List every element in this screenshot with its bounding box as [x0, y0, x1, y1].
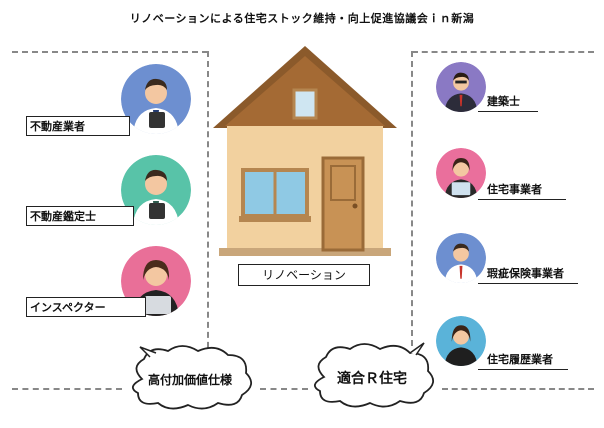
- top-right-dashed-line: [412, 51, 594, 53]
- architect-avatar: [436, 62, 486, 112]
- house-door: [321, 156, 365, 252]
- role-label-inspector: インスペクター: [26, 297, 146, 317]
- role-label-builder: 住宅事業者: [487, 183, 542, 196]
- bottom-dashed-line-right: [442, 388, 594, 390]
- appraiser-avatar: [121, 155, 191, 225]
- bubble-label-compliant-r: 適合Ｒ住宅: [337, 371, 407, 387]
- house-illustration: [213, 46, 397, 256]
- bottom-dashed-line-left: [12, 388, 122, 390]
- cloud-shape: [314, 342, 434, 408]
- cloud-shape: [132, 345, 252, 410]
- high-value-spec-bubble: 高付加価値仕様: [120, 343, 260, 413]
- defect-insurer-avatar: [436, 233, 486, 283]
- inspector-avatar: [121, 246, 191, 316]
- door-knob: [352, 203, 358, 209]
- left-dashed-divider: [207, 51, 209, 388]
- role-label-defect-insurer: 瑕疵保険事業者: [487, 267, 564, 280]
- top-left-dashed-line: [12, 51, 208, 53]
- renovation-label: リノベーション: [238, 264, 370, 286]
- role-label-architect: 建築士: [487, 95, 520, 108]
- bottom-dashed-line-middle: [260, 388, 308, 390]
- diagram-title: リノベーションによる住宅ストック維持・向上促進協議会ｉｎ新潟: [129, 12, 475, 25]
- right-dashed-divider: [411, 51, 413, 346]
- role-label-appraiser: 不動産鑑定士: [26, 206, 134, 226]
- bubble-label-high-value: 高付加価値仕様: [147, 373, 232, 387]
- history-agent-avatar: [436, 316, 486, 366]
- attic-window: [292, 88, 318, 120]
- role-label-history-agent: 住宅履歴業者: [487, 353, 553, 366]
- builder-avatar: [436, 148, 486, 198]
- realtor-avatar: [121, 64, 191, 134]
- house-ground: [219, 248, 391, 256]
- role-label-realtor: 不動産業者: [26, 116, 130, 136]
- compliant-r-house-bubble: 適合Ｒ住宅: [302, 341, 442, 411]
